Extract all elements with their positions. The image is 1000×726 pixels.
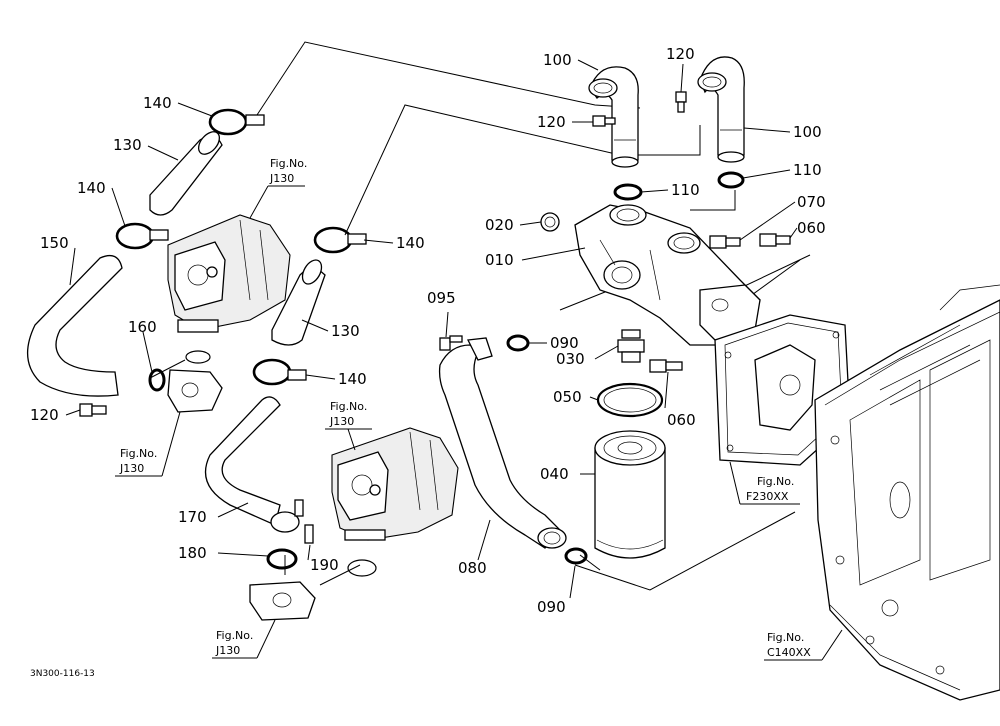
filter-cartridge-040 [594,430,666,559]
fitting-070 [709,235,741,249]
flange-lower [249,581,316,621]
callout-020: 020 [485,216,514,234]
diagram-code: 3N300-116-13 [30,669,95,679]
hose-130-lower [271,259,326,346]
fig-ref-j130-upper-line1: Fig.No. [270,157,307,170]
hose-clamp-140-lower [252,358,307,386]
flange-left [167,369,223,413]
o-ring-160 [148,368,166,392]
callout-130-lower: 130 [331,322,360,340]
callout-180: 180 [178,544,207,562]
gasket-050-inner [603,387,657,413]
callout-100-right: 100 [793,123,822,141]
fig-ref-c140xx-line2: C140XX [767,646,811,659]
fig-ref-c140xx-line1: Fig.No. [767,631,804,644]
fig-ref-j130-upper-line2: J130 [269,172,294,185]
callout-060-lower: 060 [667,411,696,429]
bolt-120-upper-left [592,115,616,127]
callout-labels: 100 120 120 100 110 110 070 060 020 010 … [30,45,826,616]
o-ring-110-left [613,183,643,201]
callout-030: 030 [556,350,585,368]
bolt-190 [304,524,314,544]
fig-ref-j130-lower-line1: Fig.No. [216,629,253,642]
o-ring-090-lower [564,547,588,565]
callout-140-top: 140 [143,94,172,112]
callout-190: 190 [310,556,339,574]
callout-090-upper: 090 [550,334,579,352]
fig-ref-j130-mid-line2: J130 [329,415,354,428]
hydraulic-pump-lower [331,427,459,541]
filter-head-010 [574,204,761,346]
fig-ref-j130-left-line1: Fig.No. [120,447,157,460]
gasket-050 [596,382,664,418]
figure-ref-leaders [115,185,843,661]
callout-095: 095 [427,289,456,307]
hydraulic-pump-upper [167,214,291,333]
callout-140-left: 140 [77,179,106,197]
callout-140-mid: 140 [396,234,425,252]
callout-170: 170 [178,508,207,526]
fig-ref-f230xx-line1: Fig.No. [757,475,794,488]
elbow-pipe-100-right [697,56,745,163]
callout-070: 070 [797,193,826,211]
elbow-hose-080 [438,337,567,549]
callout-130-upper: 130 [113,136,142,154]
fig-ref-j130-lower-line2: J130 [215,644,240,657]
o-ring-110-right [717,171,745,189]
callout-120-mid: 120 [537,113,566,131]
callout-leaders [65,59,798,599]
hose-150 [26,254,123,397]
callout-050: 050 [553,388,582,406]
fitting-060-upper [759,233,791,247]
callout-110-right: 110 [793,161,822,179]
callout-010: 010 [485,251,514,269]
o-ring-090-upper [506,334,530,352]
o-ring-pump-upper [185,350,211,364]
callout-100-left: 100 [543,51,572,69]
fig-ref-f230xx-line2: F230XX [746,490,789,503]
hose-clamp-140-left [115,222,169,250]
callout-110-left: 110 [671,181,700,199]
callout-040: 040 [540,465,569,483]
hose-170 [204,396,281,526]
plug-020 [540,212,560,232]
fig-ref-j130-left-line2: J130 [119,462,144,475]
bolt-120-lower [79,403,107,417]
o-ring-180 [266,548,298,570]
callout-140-lower: 140 [338,370,367,388]
figure-references: Fig.No. J130 Fig.No. J130 Fig.No. J130 F… [119,157,811,659]
callout-150: 150 [40,234,69,252]
callout-090-lower: 090 [537,598,566,616]
elbow-pipe-100-left [588,66,639,168]
callout-060-upper: 060 [797,219,826,237]
callout-160: 160 [128,318,157,336]
transmission-case-c140xx [814,284,1000,701]
callout-080: 080 [458,559,487,577]
bolt-095 [439,335,463,351]
bolt-120-upper-right [675,91,687,113]
nipple-030 [617,329,645,363]
fig-ref-j130-mid-line1: Fig.No. [330,400,367,413]
fitting-060-lower [649,359,683,373]
hose-clamp-140-top [208,108,265,136]
callout-120-lower: 120 [30,406,59,424]
hose-130-upper [149,131,223,216]
clamp-170-end [270,499,304,533]
hose-clamp-140-mid [313,226,367,254]
o-ring-pump-lower [347,559,377,577]
callout-120-top: 120 [666,45,695,63]
